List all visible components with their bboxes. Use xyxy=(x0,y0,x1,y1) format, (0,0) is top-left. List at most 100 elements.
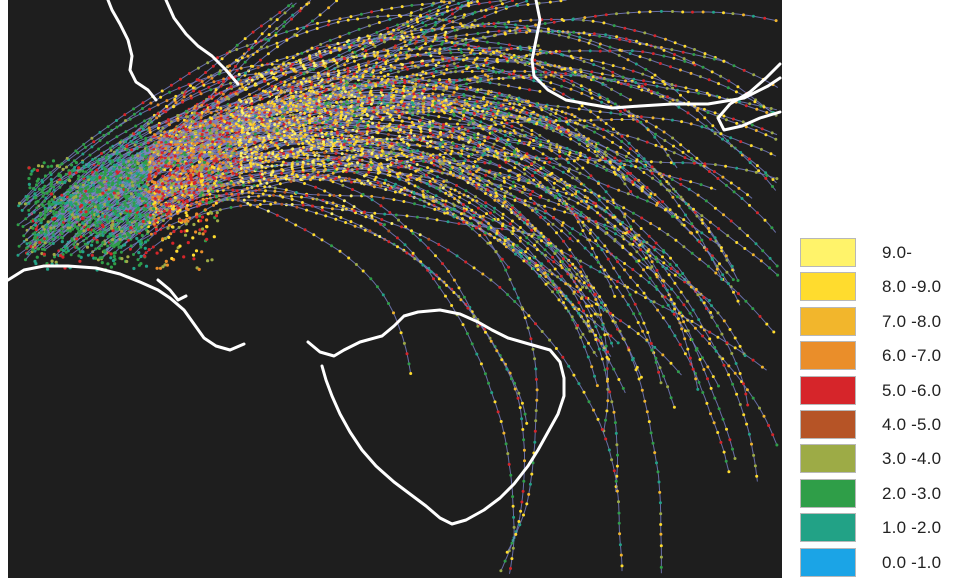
track-point xyxy=(579,335,583,339)
track-point xyxy=(614,256,618,260)
track-point xyxy=(410,229,413,233)
track-point xyxy=(721,137,724,141)
track-point xyxy=(475,186,479,190)
track-point xyxy=(522,448,526,452)
track-point xyxy=(650,76,654,79)
track-point xyxy=(669,256,672,260)
track-point xyxy=(212,80,216,84)
track-point xyxy=(51,209,55,213)
track-point xyxy=(508,222,512,226)
track-point xyxy=(597,347,601,351)
track-point xyxy=(392,198,396,202)
track-point xyxy=(653,34,657,38)
track-point xyxy=(236,193,240,196)
track-point xyxy=(636,283,639,287)
track-point xyxy=(540,330,544,333)
track-point xyxy=(277,87,281,90)
track-point xyxy=(629,85,633,89)
track-point xyxy=(752,73,756,77)
track-point xyxy=(571,176,574,180)
track-point xyxy=(639,274,643,278)
cyclone-track xyxy=(113,172,479,327)
track-point xyxy=(98,130,102,134)
track-point xyxy=(502,431,506,435)
track-point xyxy=(357,27,361,31)
track-point xyxy=(411,231,415,235)
track-point xyxy=(700,231,704,235)
track-point xyxy=(402,84,406,88)
track-point xyxy=(649,222,653,225)
map-canvas xyxy=(8,0,782,574)
track-point xyxy=(674,238,678,242)
track-point xyxy=(616,341,620,345)
track-point xyxy=(593,150,597,153)
track-point xyxy=(496,218,500,221)
track-point xyxy=(461,323,465,327)
track-point xyxy=(653,451,657,455)
track-point xyxy=(246,202,250,205)
track-point xyxy=(577,38,581,42)
track-point xyxy=(401,63,404,67)
track-point xyxy=(490,5,494,9)
track-point xyxy=(21,225,25,228)
track-point xyxy=(657,227,661,231)
track-point xyxy=(338,35,342,39)
track-point xyxy=(730,144,733,148)
track-point xyxy=(390,6,394,10)
track-point xyxy=(628,40,632,43)
track-point xyxy=(600,428,604,431)
track-point xyxy=(445,80,449,84)
track-point xyxy=(295,27,299,31)
track-point xyxy=(654,125,658,129)
track-point xyxy=(576,239,580,243)
track-point xyxy=(762,414,766,418)
track-point xyxy=(465,332,469,336)
track-point xyxy=(283,20,287,24)
track-point xyxy=(447,59,451,63)
track-point xyxy=(452,291,456,294)
track-point xyxy=(607,448,611,452)
track-point xyxy=(352,205,356,209)
track-point xyxy=(247,195,251,199)
track-point xyxy=(662,374,666,378)
track-point xyxy=(578,142,581,146)
track-point xyxy=(589,314,593,318)
track-point xyxy=(732,290,735,294)
track-point xyxy=(585,124,589,128)
track-point xyxy=(767,424,771,427)
track-point xyxy=(579,265,583,269)
track-point xyxy=(520,500,524,504)
track-point xyxy=(40,178,44,182)
track-point xyxy=(620,118,624,121)
track-point xyxy=(245,44,249,48)
track-point xyxy=(654,360,658,364)
track-point xyxy=(485,103,488,107)
track-point xyxy=(746,193,749,197)
track-point xyxy=(380,127,384,131)
track-point xyxy=(339,77,343,81)
track-point xyxy=(65,156,69,160)
track-point xyxy=(434,33,438,37)
track-point xyxy=(472,133,476,137)
track-point xyxy=(539,215,543,219)
track-point xyxy=(523,172,527,176)
track-point xyxy=(408,117,411,120)
track-point xyxy=(159,95,163,99)
track-point xyxy=(557,192,561,196)
track-point xyxy=(380,8,384,12)
track-point xyxy=(626,11,630,15)
track-point xyxy=(484,204,488,208)
track-point xyxy=(587,176,591,179)
track-point xyxy=(457,95,461,99)
track-point xyxy=(486,74,490,78)
track-point xyxy=(742,413,746,417)
track-point xyxy=(731,117,735,121)
track-point xyxy=(577,138,581,142)
track-point xyxy=(92,140,96,144)
track-point xyxy=(721,357,725,361)
track-point xyxy=(649,160,653,164)
track-point xyxy=(669,361,673,365)
track-point xyxy=(565,120,569,124)
track-point xyxy=(666,385,670,389)
track-point xyxy=(456,122,459,126)
